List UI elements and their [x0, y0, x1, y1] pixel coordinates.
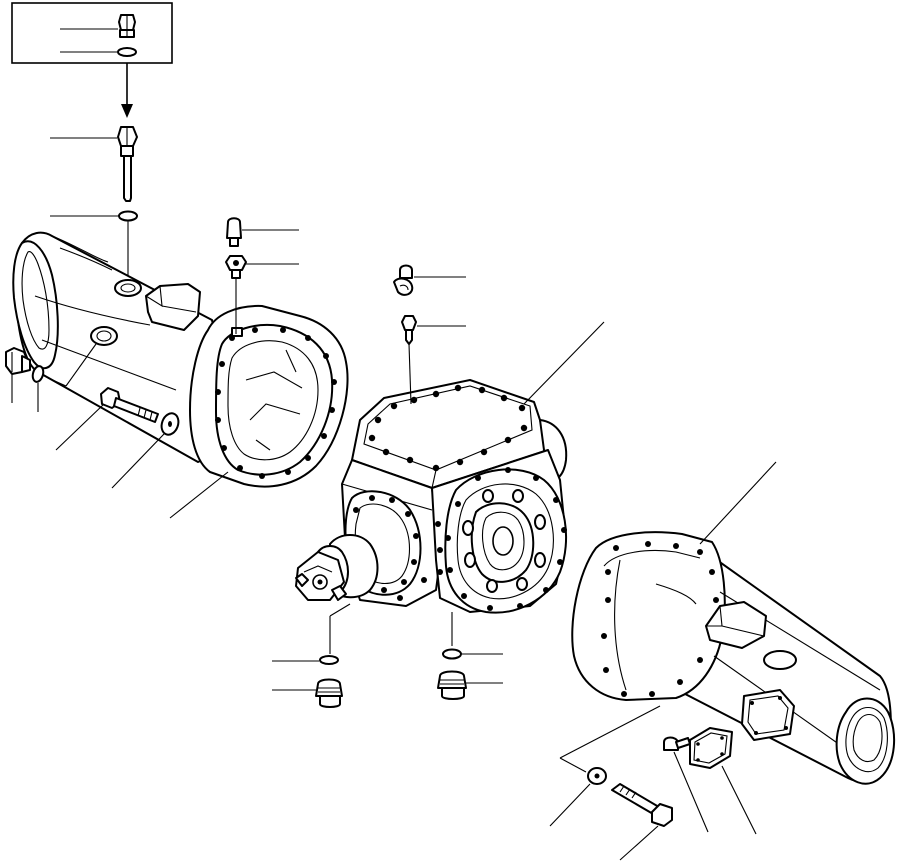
plug-bottom-left-part[interactable]	[315, 678, 343, 708]
plug-bottom-center-part[interactable]	[437, 670, 467, 700]
oring-bottom-left-part[interactable]	[319, 655, 339, 665]
washer-left-part[interactable]	[159, 411, 182, 437]
axis-bottom-right-2	[559, 757, 587, 773]
plug-inset-part[interactable]	[118, 14, 136, 38]
inset-box	[11, 2, 173, 64]
oring-left-side-part[interactable]	[31, 365, 45, 383]
leader-bolt-left	[55, 403, 105, 451]
bolt-left-part[interactable]	[100, 387, 159, 423]
plug-left-side-part[interactable]	[5, 347, 31, 375]
screw-cover-part[interactable]	[663, 736, 691, 751]
washer-bottom-right-part[interactable]	[587, 767, 607, 785]
axle-housing-left-part[interactable]	[12, 231, 349, 488]
leader-axle-housing-left	[169, 471, 229, 519]
axle-housing-right-part[interactable]	[571, 531, 896, 785]
axis-bottom-left	[329, 603, 351, 617]
fitting-left-a-part[interactable]	[226, 217, 242, 247]
differential-housing-part[interactable]	[295, 379, 568, 614]
washer-top-left-part[interactable]	[118, 210, 138, 222]
leader-cover-plate	[721, 765, 757, 835]
fitting-left-b-part[interactable]	[225, 255, 247, 279]
washer-inset-part[interactable]	[117, 47, 137, 57]
fitting-center-b-part[interactable]	[401, 315, 417, 345]
breather-long-part[interactable]	[117, 126, 138, 202]
oring-bottom-center-part[interactable]	[442, 648, 462, 660]
leader-washer-left	[111, 433, 165, 489]
arrow-down	[121, 63, 133, 118]
bolt-bottom-right-part[interactable]	[611, 783, 673, 827]
axis-side-plug-2	[65, 343, 97, 387]
axis-side-plug	[47, 377, 67, 387]
leader-bolt-bottom-right	[619, 825, 659, 861]
cover-plate-part[interactable]	[689, 727, 733, 769]
axis-fitting-center	[408, 343, 412, 405]
axis-bottom-right	[559, 705, 661, 759]
fitting-center-a-part[interactable]	[393, 264, 414, 296]
leader-screw-cover	[673, 751, 709, 833]
leader-axle-housing-right	[699, 461, 777, 545]
leader-differential-housing	[523, 321, 605, 405]
leader-washer-bottom-right	[549, 783, 591, 827]
